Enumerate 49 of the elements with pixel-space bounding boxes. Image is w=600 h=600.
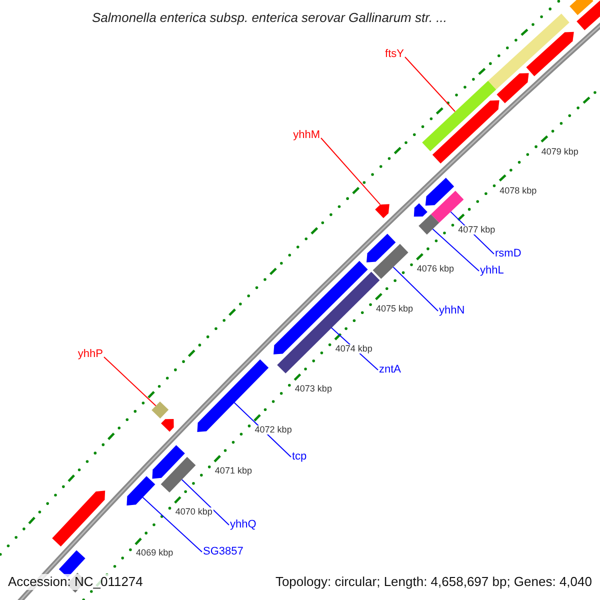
leader-line xyxy=(142,496,202,552)
gene-feature xyxy=(152,445,185,479)
scale-label: 4073 kbp xyxy=(294,384,333,394)
title: Salmonella enterica subsp. enterica serovar Gallinarum str. ... xyxy=(92,9,448,27)
leader-line xyxy=(104,356,156,406)
gene-feature xyxy=(425,178,454,206)
gene-feature xyxy=(526,32,574,76)
gene-feature xyxy=(432,100,500,164)
leader-line xyxy=(404,56,456,112)
scale-label: 4071 kbp xyxy=(214,466,253,476)
scale-label: 4077 kbp xyxy=(457,225,496,234)
gene-feature xyxy=(576,0,600,30)
gene-bar xyxy=(488,14,570,90)
gene-bar xyxy=(418,214,440,235)
scale-label: 4078 kbp xyxy=(498,186,538,196)
scale-label: 4069 kbp xyxy=(135,548,174,558)
gene-label: ftsY xyxy=(385,49,405,60)
gene-feature xyxy=(366,234,396,262)
gene-label: yhhN xyxy=(438,306,465,316)
gene-feature xyxy=(126,476,156,506)
gene-feature xyxy=(161,419,174,432)
gene-feature xyxy=(496,73,529,104)
gene-label: yhhM xyxy=(293,130,321,141)
scale-label: 4079 kbp xyxy=(540,147,580,156)
gene-label: rsmD xyxy=(494,248,522,260)
gene-label: yhhL xyxy=(479,266,504,276)
gene-label: yhhQ xyxy=(229,520,256,530)
accession-text: Accession: NC_011274 xyxy=(8,574,143,590)
scale-label: 4072 kbp xyxy=(254,425,293,434)
gene-bar xyxy=(160,456,196,492)
scale-label: 4070 kbp xyxy=(174,507,214,516)
gene-bar xyxy=(372,244,408,279)
gene-bar xyxy=(570,0,594,16)
gene-label: yhhP xyxy=(78,349,104,360)
gene-bar xyxy=(152,402,169,418)
gene-bar xyxy=(422,80,496,152)
gene-feature xyxy=(414,203,428,217)
gene-label: tcp xyxy=(291,452,307,462)
leader-line xyxy=(320,138,381,206)
gene-feature xyxy=(52,490,106,546)
gene-label: zntA xyxy=(378,364,402,376)
scale-label: 4076 kbp xyxy=(416,264,455,274)
scale-label: 4074 kbp xyxy=(334,344,374,354)
scale-label: 4075 kbp xyxy=(375,304,414,314)
genome-summary-text: Topology: circular; Length: 4,658,697 bp; Genes: 4,040 xyxy=(275,574,592,590)
leader-line xyxy=(181,479,230,526)
gene-bar xyxy=(430,190,464,223)
gene-feature xyxy=(375,204,390,218)
gene-label: SG3857 xyxy=(202,546,244,558)
